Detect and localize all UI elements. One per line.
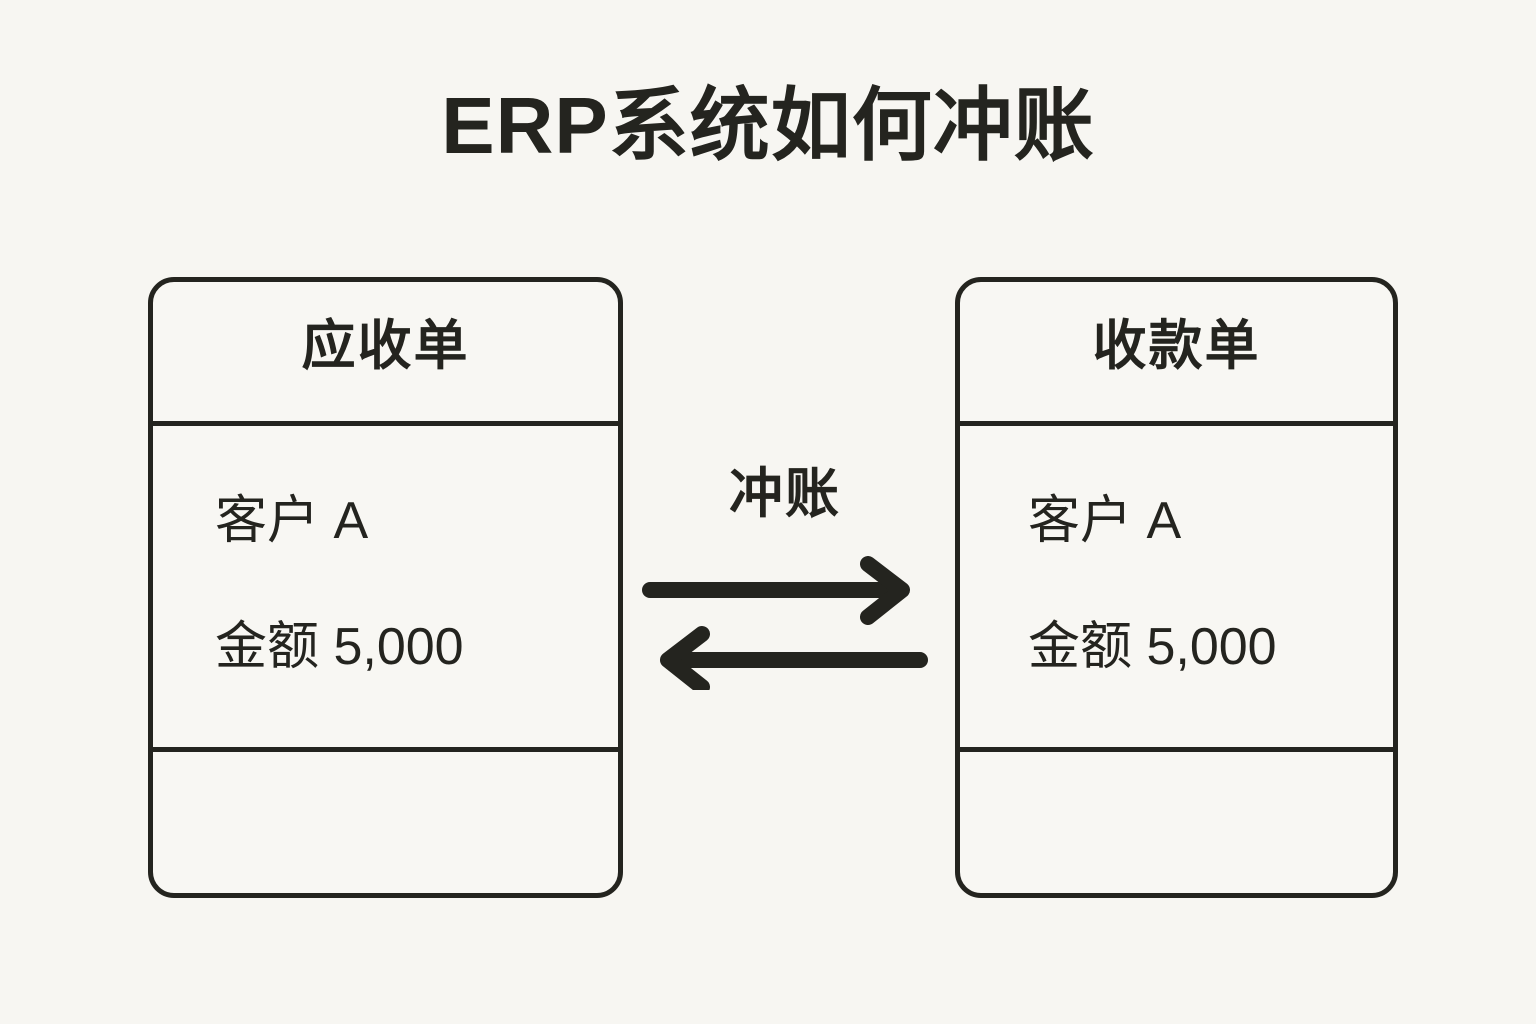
left-card-header-label: 应收单 <box>301 315 470 376</box>
left-card-body: 客户 A 金额 5,000 <box>153 421 618 752</box>
right-card-body: 客户 A 金额 5,000 <box>960 421 1393 752</box>
arrow-left-icon <box>660 626 928 690</box>
right-card-header-label: 收款单 <box>1092 315 1261 376</box>
receipt-document-card: 收款单 客户 A 金额 5,000 <box>955 277 1398 898</box>
receivable-document-card: 应收单 客户 A 金额 5,000 <box>148 277 623 898</box>
right-card-customer-line: 客户 A <box>1028 492 1182 550</box>
bidirectional-connector <box>640 556 930 690</box>
left-card-header: 应收单 <box>153 282 618 426</box>
arrow-right-icon <box>642 556 910 625</box>
right-card-amount-line: 金额 5,000 <box>1028 618 1277 676</box>
connector-svg <box>642 556 928 690</box>
right-card-footer <box>960 752 1393 893</box>
right-card-header: 收款单 <box>960 282 1393 426</box>
page-title: ERP系统如何冲账 <box>441 81 1095 170</box>
left-card-customer-line: 客户 A <box>215 492 369 550</box>
left-card-amount-line: 金额 5,000 <box>215 618 464 676</box>
offset-flow-label: 冲账 <box>729 464 841 524</box>
left-card-footer <box>153 752 618 893</box>
